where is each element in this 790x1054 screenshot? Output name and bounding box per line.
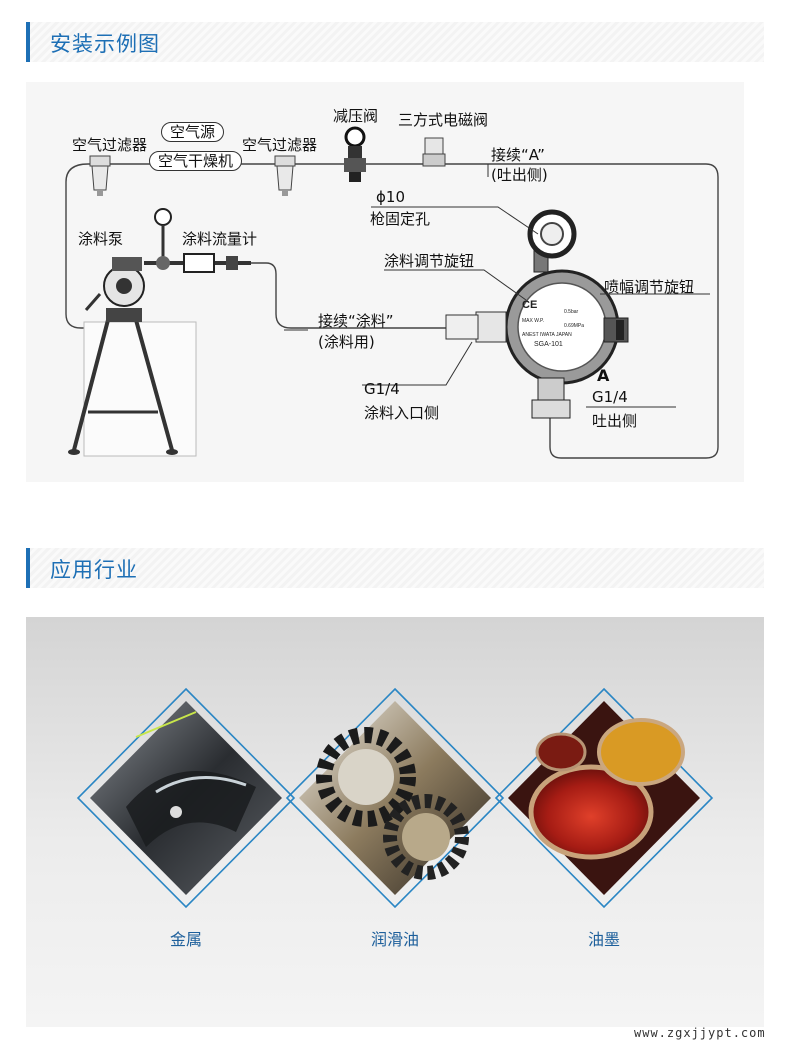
air-line bbox=[88, 163, 719, 459]
label-hole-size: ϕ10 bbox=[376, 188, 405, 206]
label-air-source: 空气源 bbox=[161, 122, 225, 142]
label-connect-paint: 接续“涂料” bbox=[318, 312, 394, 330]
industry-caption-ink: 油墨 bbox=[587, 930, 620, 949]
pressure-reducer-shape bbox=[344, 126, 366, 182]
label-solenoid-valve: 三方式电磁阀 bbox=[398, 111, 489, 129]
watermark: www.zgxjjypt.com bbox=[634, 1026, 766, 1040]
label-flow-meter: 涂料流量计 bbox=[182, 230, 258, 248]
label-air-dryer: 空气干燥机 bbox=[149, 151, 243, 171]
label-air-filter-right: 空气过滤器 bbox=[242, 136, 318, 154]
section-header-install: 安装示例图 bbox=[26, 22, 764, 62]
label-connect-a: 接续“A” bbox=[491, 146, 545, 164]
label-paint-pump: 涂料泵 bbox=[78, 230, 124, 248]
installation-diagram: CE 0.5bar MAX W.P. 0.69MPa ANEST IWATA J… bbox=[26, 82, 744, 482]
label-outlet-size: G1/4 bbox=[592, 388, 628, 406]
section-title: 应用行业 bbox=[50, 558, 138, 582]
air-line-pump bbox=[65, 163, 146, 329]
industry-caption-metal: 金属 bbox=[169, 930, 202, 949]
label-gun-hole: 枪固定孔 bbox=[370, 210, 431, 228]
flow-meter-shape bbox=[144, 208, 251, 273]
gun-plate-line: 0.69MPa bbox=[564, 323, 584, 329]
label-connect-a-outlet: (吐出侧) bbox=[491, 166, 548, 184]
gun-plate-line: ANEST IWATA JAPAN bbox=[522, 332, 572, 338]
industry-panel: 金属 润滑油 油墨 bbox=[26, 617, 764, 1027]
industry-diamonds bbox=[76, 687, 714, 909]
air-filter-right-shape bbox=[274, 155, 296, 196]
industry-diamond-metal bbox=[76, 687, 296, 909]
svg-text:CE: CE bbox=[522, 299, 537, 311]
air-filter-left-shape bbox=[89, 155, 111, 196]
gun-plate-line: 0.5bar bbox=[564, 309, 579, 315]
label-inlet: 涂料入口侧 bbox=[364, 404, 440, 422]
gun-plate-line: MAX W.P. bbox=[522, 318, 544, 324]
label-inlet-size: G1/4 bbox=[364, 380, 400, 398]
gun-plate: CE 0.5bar MAX W.P. 0.69MPa ANEST IWATA J… bbox=[522, 299, 584, 348]
label-port-a: A bbox=[597, 366, 610, 385]
section-title: 安装示例图 bbox=[50, 32, 160, 56]
industry-caption-lubricant: 润滑油 bbox=[370, 930, 419, 949]
label-paint-knob: 涂料调节旋钮 bbox=[384, 252, 475, 270]
leader-lines bbox=[284, 164, 710, 408]
spray-gun-shape bbox=[445, 209, 629, 419]
paint-pump-shape bbox=[68, 257, 197, 457]
solenoid-valve-shape bbox=[422, 137, 446, 167]
industry-diamond-ink bbox=[494, 687, 714, 909]
paint-line bbox=[251, 262, 466, 329]
label-spray-knob: 喷幅调节旋钮 bbox=[604, 278, 695, 296]
section-header-industry: 应用行业 bbox=[26, 548, 764, 588]
label-outlet: 吐出侧 bbox=[592, 412, 638, 430]
label-connect-paint-use: (涂料用) bbox=[318, 333, 375, 351]
gun-plate-line: SGA-101 bbox=[534, 341, 563, 348]
label-pressure-reducer: 减压阀 bbox=[333, 107, 379, 125]
label-air-filter-left: 空气过滤器 bbox=[72, 136, 148, 154]
diagram-drawing: CE 0.5bar MAX W.P. 0.69MPa ANEST IWATA J… bbox=[65, 126, 719, 459]
industry-diamond-lubricant bbox=[285, 687, 505, 909]
